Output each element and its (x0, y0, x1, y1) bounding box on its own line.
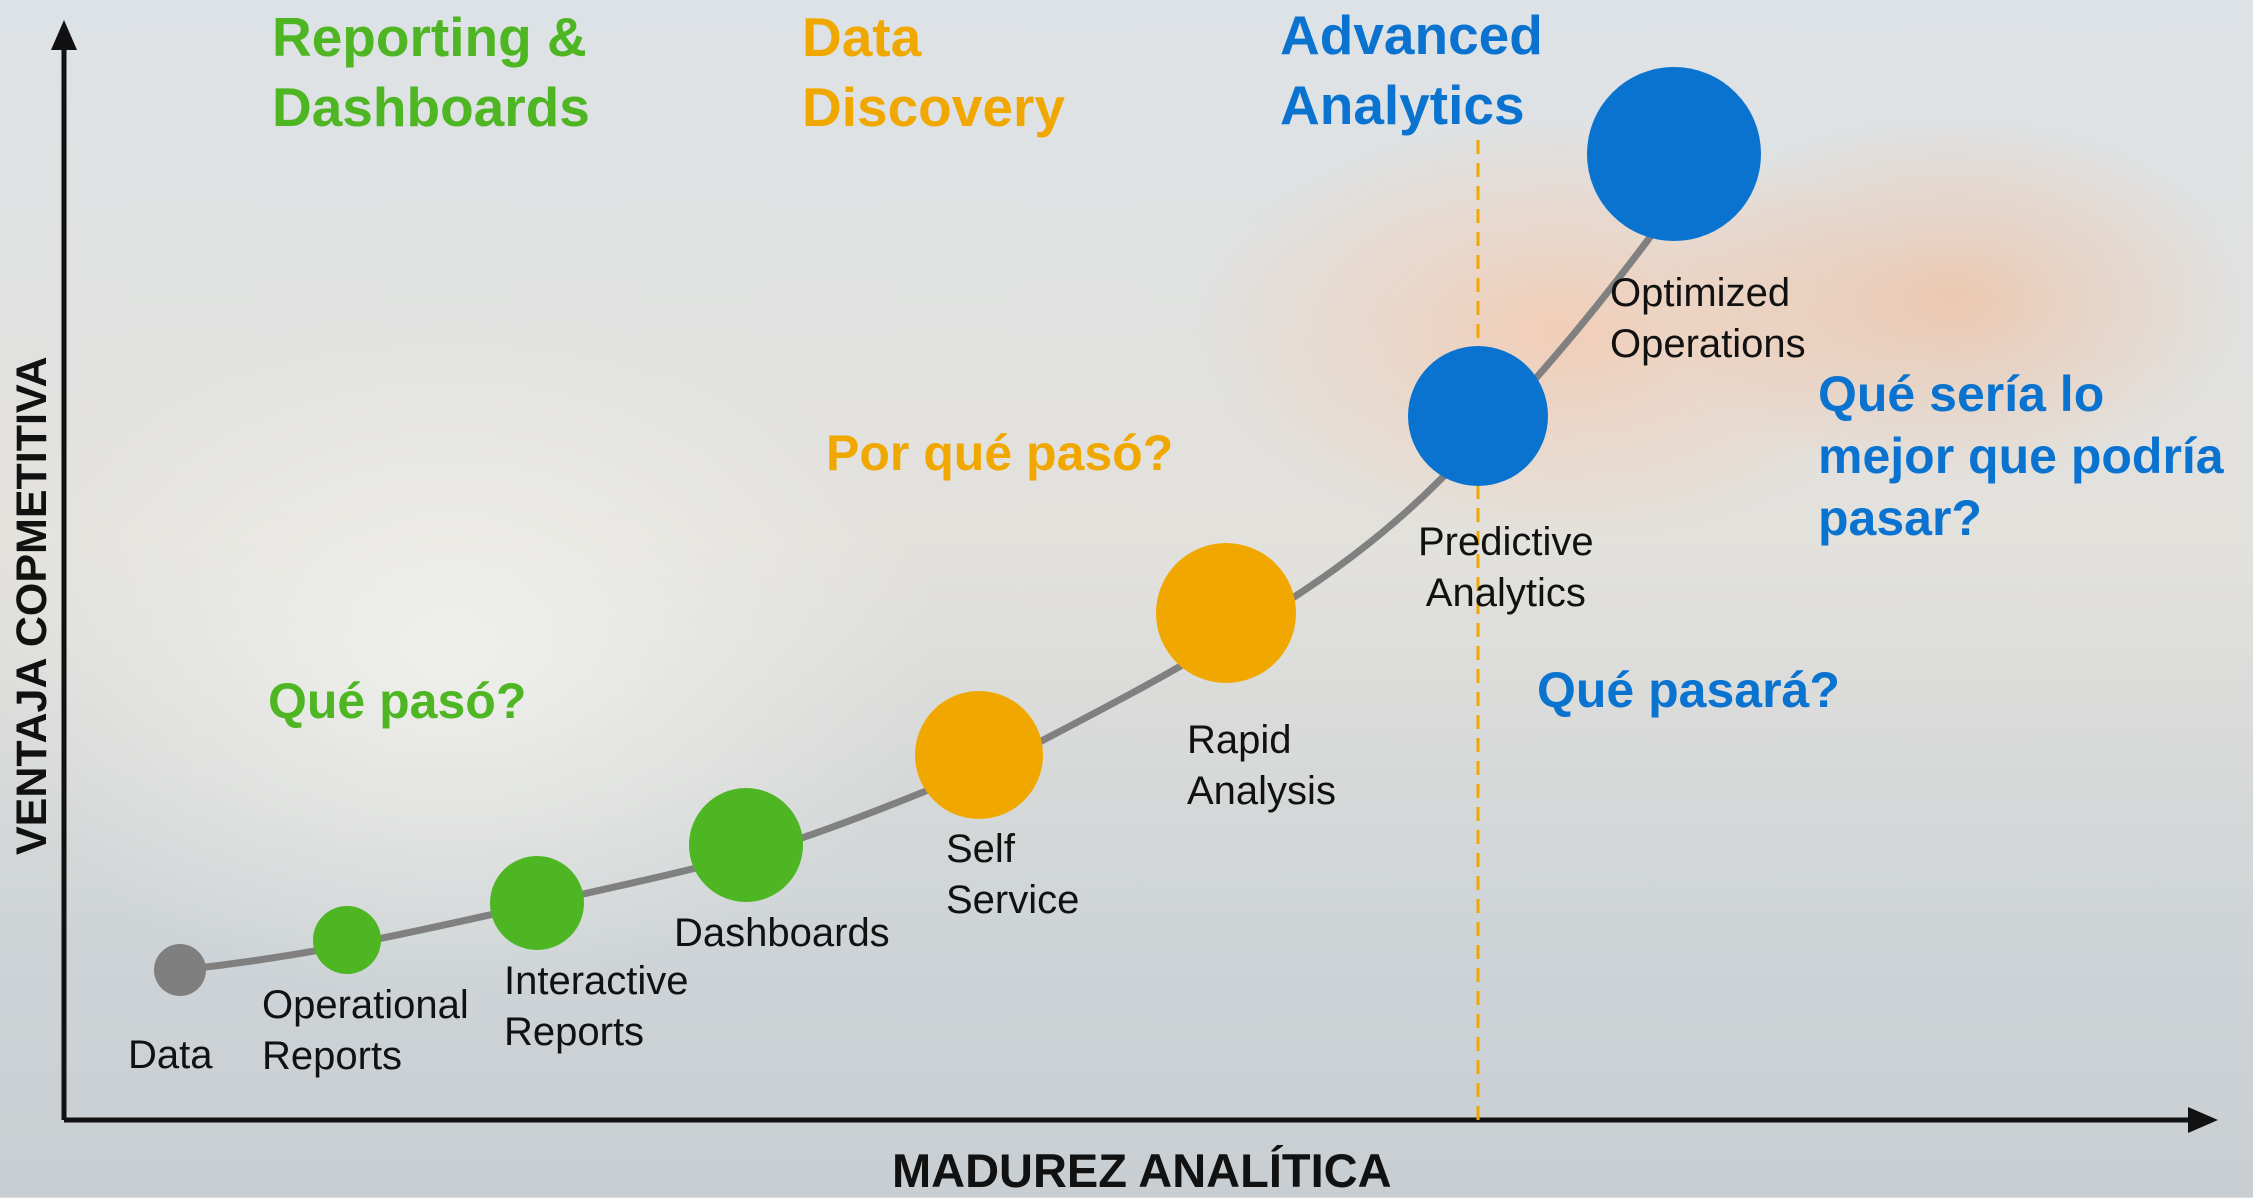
y-axis-arrow (51, 20, 77, 50)
x-axis-arrow (2188, 1107, 2218, 1133)
dot-interactive-reports (490, 856, 584, 950)
stage-label-operational-reports: Operational Reports (262, 983, 469, 1078)
stage-label-rapid-analysis: Rapid Analysis (1187, 718, 1336, 813)
stage-label-optimized-operations: Optimized Operations (1610, 271, 1806, 366)
dot-data (154, 944, 206, 996)
question-por-que-paso: Por qué pasó? (826, 425, 1174, 481)
header-reporting-dashboards: Reporting & Dashboards (272, 6, 590, 138)
question-que-paso: Qué pasó? (268, 673, 527, 729)
stage-label-predictive-analytics: Predictive Analytics (1418, 520, 1594, 615)
stage-label-dashboards: Dashboards (674, 911, 890, 955)
stage-label-data: Data (128, 1033, 213, 1077)
dot-predictive-analytics (1408, 346, 1548, 486)
x-axis-label: MADUREZ ANALÍTICA (892, 1144, 1392, 1197)
question-que-pasara: Qué pasará? (1537, 662, 1840, 718)
stage-label-self-service: Self Service (946, 827, 1080, 922)
stage-label-interactive-reports: Interactive Reports (504, 959, 689, 1054)
question-que-seria-lo-mejor: Qué sería lo mejor que podría pasar? (1818, 366, 2224, 546)
header-advanced-analytics: Advanced Analytics (1280, 4, 1543, 136)
dot-rapid-analysis (1156, 543, 1296, 683)
header-data-discovery: Data Discovery (802, 6, 1065, 138)
dot-operational-reports (313, 906, 381, 974)
dot-optimized-operations (1587, 67, 1761, 241)
y-axis-label: VENTAJA COPMETITIVA (8, 356, 56, 855)
dot-dashboards (689, 788, 803, 902)
dot-self-service (915, 691, 1043, 819)
